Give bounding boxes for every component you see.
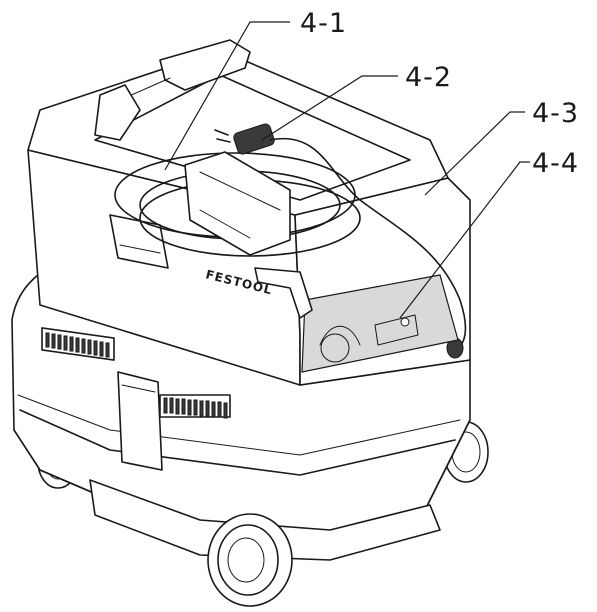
callout-leader-4-2	[261, 75, 398, 141]
vent-grille-left	[41, 327, 115, 361]
callout-leader-4-3	[424, 111, 525, 196]
callout-label-4-4: 4-4	[532, 148, 579, 179]
power-plug	[214, 123, 467, 351]
vent-grille-right	[159, 394, 231, 419]
front-left-wheel	[207, 513, 293, 607]
filter-bag-compartment	[301, 274, 459, 373]
callout-leader-4-4	[399, 161, 530, 319]
callout-label-4-3: 4-3	[532, 98, 579, 129]
callout-leader-4-1	[164, 21, 290, 171]
front-latch	[117, 371, 163, 471]
callout-label-4-2: 4-2	[405, 62, 452, 93]
cord-hook	[254, 267, 313, 319]
callout-label-4-1: 4-1	[300, 8, 347, 39]
center-handle	[184, 151, 291, 256]
